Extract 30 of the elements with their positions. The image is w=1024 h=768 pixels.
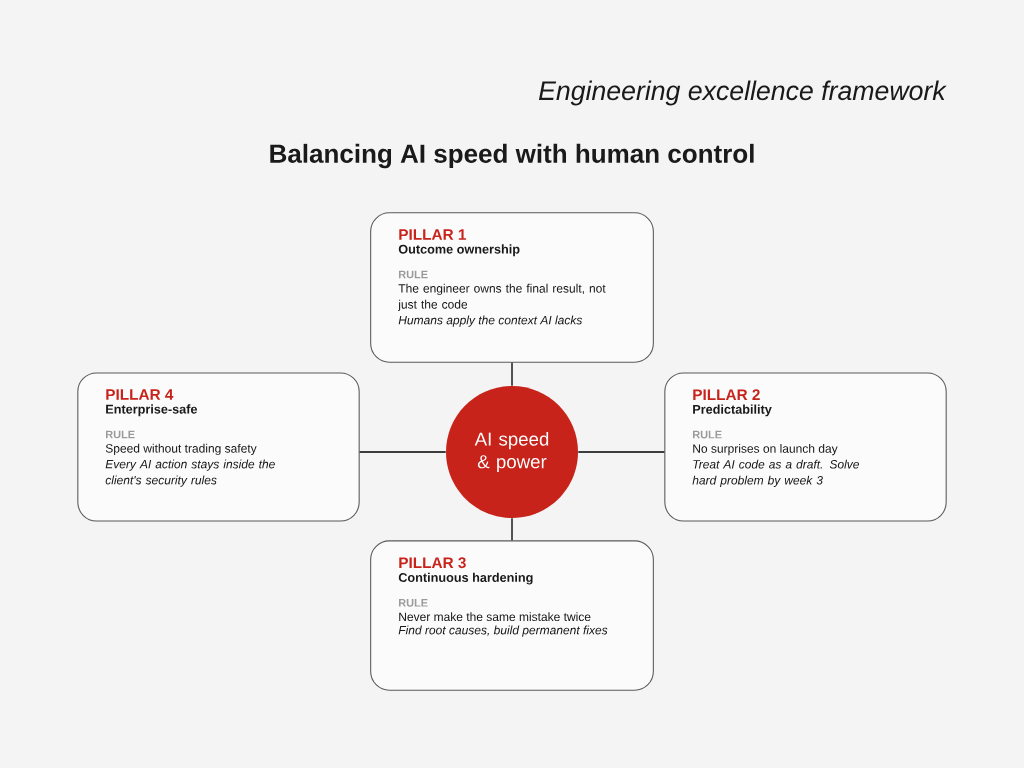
subtitle: Engineering excellence framework <box>538 80 947 106</box>
rule-note: Every AI action stays inside the client's security rules <box>105 459 275 487</box>
pillar-title: Outcome ownership <box>398 244 520 257</box>
pillar-card <box>77 372 360 522</box>
rule-text: No surprises on launch day <box>693 444 838 456</box>
rule-text: Speed without trading safety <box>105 443 257 456</box>
rule-note: Treat AI code as a draft. Solve hard problem by week 3 <box>692 459 859 487</box>
pillar-number: PILLAR 2 <box>693 389 760 400</box>
rule-heading: RULE <box>693 430 722 439</box>
pillar-card <box>370 540 654 691</box>
connector-line <box>577 451 665 453</box>
connector-line <box>511 517 513 541</box>
pillar-title: Enterprise-safe <box>106 404 198 417</box>
rule-text: The engineer owns the final result, not just the code <box>398 283 606 312</box>
rule-heading: RULE <box>399 270 428 279</box>
pillar-number: PILLAR 4 <box>106 389 174 400</box>
rule-heading: RULE <box>399 599 428 607</box>
rule-heading: RULE <box>106 430 135 439</box>
pillar-card <box>370 212 654 363</box>
pillar-title: Continuous hardening <box>398 572 533 585</box>
pillar-number: PILLAR 3 <box>399 557 466 569</box>
pillar-title: Predictability <box>693 404 772 417</box>
rule-note: Humans apply the context AI lacks <box>398 315 583 327</box>
heading: Balancing AI speed with human control <box>270 143 754 169</box>
rule-note: Find root causes, build permanent fixes <box>398 625 608 637</box>
connector-line <box>511 362 513 387</box>
rule-text: Never make the same mistake twice <box>399 612 591 622</box>
pillar-card <box>664 372 947 522</box>
pillar-number: PILLAR 1 <box>399 229 466 240</box>
connector-line <box>359 451 447 453</box>
